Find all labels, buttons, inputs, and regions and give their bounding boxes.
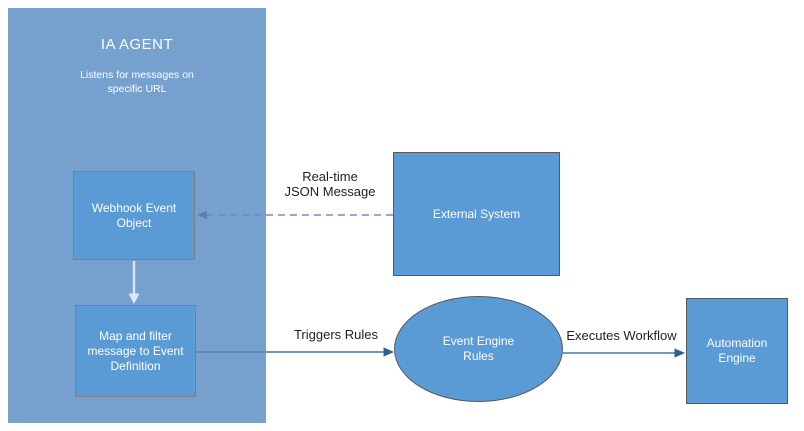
- node-event-engine-rules: Event Engine Rules: [394, 296, 563, 402]
- node-map-and-filter: Map and filter message to Event Definiti…: [75, 305, 196, 397]
- executes-workflow-arrow: [562, 348, 685, 358]
- node-automation-engine: Automation Engine: [686, 298, 788, 404]
- json-message-label: Real-time JSON Message: [270, 169, 390, 199]
- ia-agent-title: IA AGENT: [100, 36, 174, 53]
- node-automation-engine-label: Automation Engine: [706, 336, 768, 365]
- node-external-system: External System: [393, 152, 560, 276]
- json-message-label-line2: JSON Message: [284, 184, 376, 199]
- json-message-label-line1: Real-time: [302, 169, 358, 184]
- node-map-and-filter-label: Map and filter message to Event Definiti…: [87, 328, 184, 373]
- executes-workflow-label: Executes Workflow: [566, 328, 677, 343]
- ia-agent-subtitle: Listens for messages on specific URL: [80, 69, 194, 95]
- node-webhook-event-object: Webhook Event Object: [73, 171, 195, 260]
- node-external-system-label: External System: [432, 206, 521, 221]
- node-event-engine-rules-label: Event Engine Rules: [442, 334, 515, 363]
- triggers-rules-label: Triggers Rules: [293, 327, 379, 342]
- node-webhook-event-object-label: Webhook Event Object: [91, 200, 177, 230]
